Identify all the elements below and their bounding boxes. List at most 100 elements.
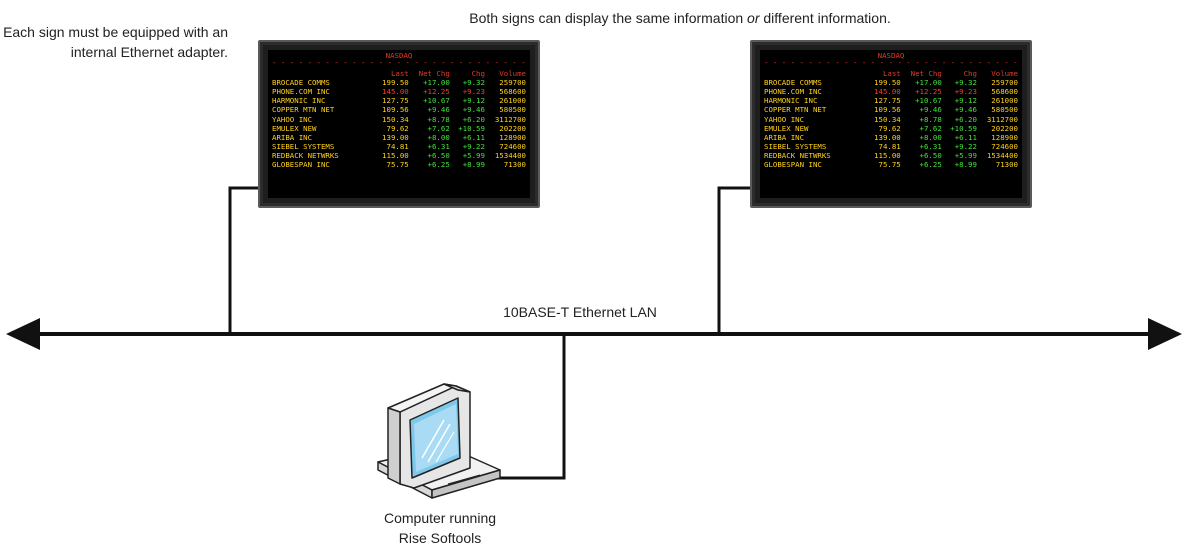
stock-value-cell: 202200 bbox=[991, 123, 1018, 133]
stock-value-cell: +7.62 bbox=[427, 123, 450, 133]
led-sign-1-screen: NASDAQ - - - - - - - - - - - - - - - - -… bbox=[268, 50, 530, 198]
stock-value-cell: 145.00 bbox=[382, 87, 409, 97]
stock-value-cell: 74.81 bbox=[386, 141, 409, 151]
computer-label: Computer running Rise Softools bbox=[330, 508, 550, 548]
stock-value-cell: +6.11 bbox=[954, 132, 977, 142]
stock-value-cell: 3112700 bbox=[494, 114, 526, 124]
stock-name-cell: REDBACK NETWRKS bbox=[764, 150, 831, 160]
stock-value-cell: 3112700 bbox=[986, 114, 1018, 124]
column-header bbox=[272, 69, 374, 78]
column-header: Last bbox=[390, 69, 409, 79]
lan-right-arrowhead bbox=[1148, 318, 1182, 350]
stock-value-cell: +12.25 bbox=[915, 87, 942, 97]
column-header bbox=[764, 69, 866, 78]
stock-value-cell: 109.56 bbox=[382, 105, 409, 115]
stock-value-cell: +6.25 bbox=[919, 160, 942, 170]
stock-value-cell: +9.23 bbox=[954, 87, 977, 97]
stock-row: SIEBEL SYSTEMS 74.81 +6.31 +9.22 724600 bbox=[272, 142, 526, 151]
stock-value-cell: 75.75 bbox=[878, 160, 901, 170]
stock-name-cell: EMULEX NEW bbox=[764, 123, 809, 133]
stock-value-cell: 71300 bbox=[503, 160, 526, 170]
stock-value-cell: +5.99 bbox=[462, 150, 485, 160]
stock-value-cell: +6.20 bbox=[954, 114, 977, 124]
led-sign-2: NASDAQ - - - - - - - - - - - - - - - - -… bbox=[750, 40, 1032, 208]
stock-value-cell: 261000 bbox=[991, 96, 1018, 106]
stock-name-cell: PHONE.COM INC bbox=[272, 87, 330, 97]
column-header: Volume bbox=[499, 69, 526, 79]
stock-value-cell: 202200 bbox=[499, 123, 526, 133]
stock-value-cell: 127.75 bbox=[874, 96, 901, 106]
stock-value-cell: 580500 bbox=[991, 105, 1018, 115]
stock-value-cell: +8.78 bbox=[427, 114, 450, 124]
stock-value-cell: +10.67 bbox=[915, 96, 942, 106]
stock-value-cell: 139.00 bbox=[382, 132, 409, 142]
stock-value-cell: +9.46 bbox=[427, 105, 450, 115]
stock-name-cell: COPPER MTN NET bbox=[272, 105, 335, 115]
stock-value-cell: 145.00 bbox=[874, 87, 901, 97]
stock-value-cell: +9.32 bbox=[954, 78, 977, 88]
stock-value-cell: 724600 bbox=[499, 141, 526, 151]
stock-value-cell: +9.32 bbox=[462, 78, 485, 88]
stock-name-cell: ARIBA INC bbox=[272, 132, 313, 142]
stock-value-cell: 139.00 bbox=[874, 132, 901, 142]
stock-value-cell: 1534400 bbox=[494, 150, 526, 160]
stock-name-cell: GLOBESPAN INC bbox=[764, 160, 822, 170]
signs-caption-start: Both signs can display the same informat… bbox=[469, 10, 748, 26]
column-header: Net Chg bbox=[418, 69, 450, 79]
led-sign-1: NASDAQ - - - - - - - - - - - - - - - - -… bbox=[258, 40, 540, 208]
stock-value-cell: +9.22 bbox=[462, 141, 485, 151]
stock-value-cell: +8.99 bbox=[954, 160, 977, 170]
sign-divider: - - - - - - - - - - - - - - - - - - - - … bbox=[764, 60, 1018, 68]
lan-label: 10BASE-T Ethernet LAN bbox=[503, 304, 657, 320]
stock-value-cell: 568600 bbox=[991, 87, 1018, 97]
stock-value-cell: 150.34 bbox=[382, 114, 409, 124]
stock-value-cell: +12.25 bbox=[423, 87, 450, 97]
stock-name-cell: PHONE.COM INC bbox=[764, 87, 822, 97]
stock-value-cell: +6.25 bbox=[427, 160, 450, 170]
column-header: Volume bbox=[991, 69, 1018, 79]
stock-name-cell: BROCADE COMMS bbox=[272, 78, 330, 88]
lan-left-arrowhead bbox=[6, 318, 40, 350]
stock-value-cell: 259700 bbox=[499, 78, 526, 88]
stock-value-cell: +5.99 bbox=[954, 150, 977, 160]
stock-value-cell: +9.22 bbox=[954, 141, 977, 151]
stock-value-cell: 75.75 bbox=[386, 160, 409, 170]
stock-value-cell: 74.81 bbox=[878, 141, 901, 151]
sign-title: NASDAQ bbox=[877, 51, 905, 60]
stock-value-cell: 115.00 bbox=[874, 150, 901, 160]
stock-name-cell: YAHOO INC bbox=[272, 114, 313, 124]
stock-value-cell: 199.50 bbox=[874, 78, 901, 88]
stock-name-cell: EMULEX NEW bbox=[272, 123, 317, 133]
stock-value-cell: 79.62 bbox=[878, 123, 901, 133]
stock-value-cell: +9.46 bbox=[462, 105, 485, 115]
stock-value-cell: 150.34 bbox=[874, 114, 901, 124]
signs-caption: Both signs can display the same informat… bbox=[330, 8, 1030, 28]
computer-drop-line bbox=[496, 334, 566, 480]
stock-name-cell: HARMONIC INC bbox=[272, 96, 326, 106]
stock-value-cell: +10.59 bbox=[950, 123, 977, 133]
stock-value-cell: +8.99 bbox=[462, 160, 485, 170]
led-sign-2-screen: NASDAQ - - - - - - - - - - - - - - - - -… bbox=[760, 50, 1022, 198]
stock-value-cell: +8.00 bbox=[427, 132, 450, 142]
stock-name-cell: COPPER MTN NET bbox=[764, 105, 827, 115]
stock-value-cell: +6.31 bbox=[427, 141, 450, 151]
sign-2-drop-line bbox=[717, 186, 752, 334]
sign-1-drop-line bbox=[228, 186, 260, 334]
stock-value-cell: +6.11 bbox=[462, 132, 485, 142]
computer-icon bbox=[377, 383, 501, 499]
ethernet-adapter-note: Each sign must be equipped with an inter… bbox=[3, 24, 228, 60]
stock-value-cell: +9.12 bbox=[462, 96, 485, 106]
sign-divider: - - - - - - - - - - - - - - - - - - - - … bbox=[272, 60, 526, 68]
stock-name-cell: SIEBEL SYSTEMS bbox=[272, 141, 335, 151]
